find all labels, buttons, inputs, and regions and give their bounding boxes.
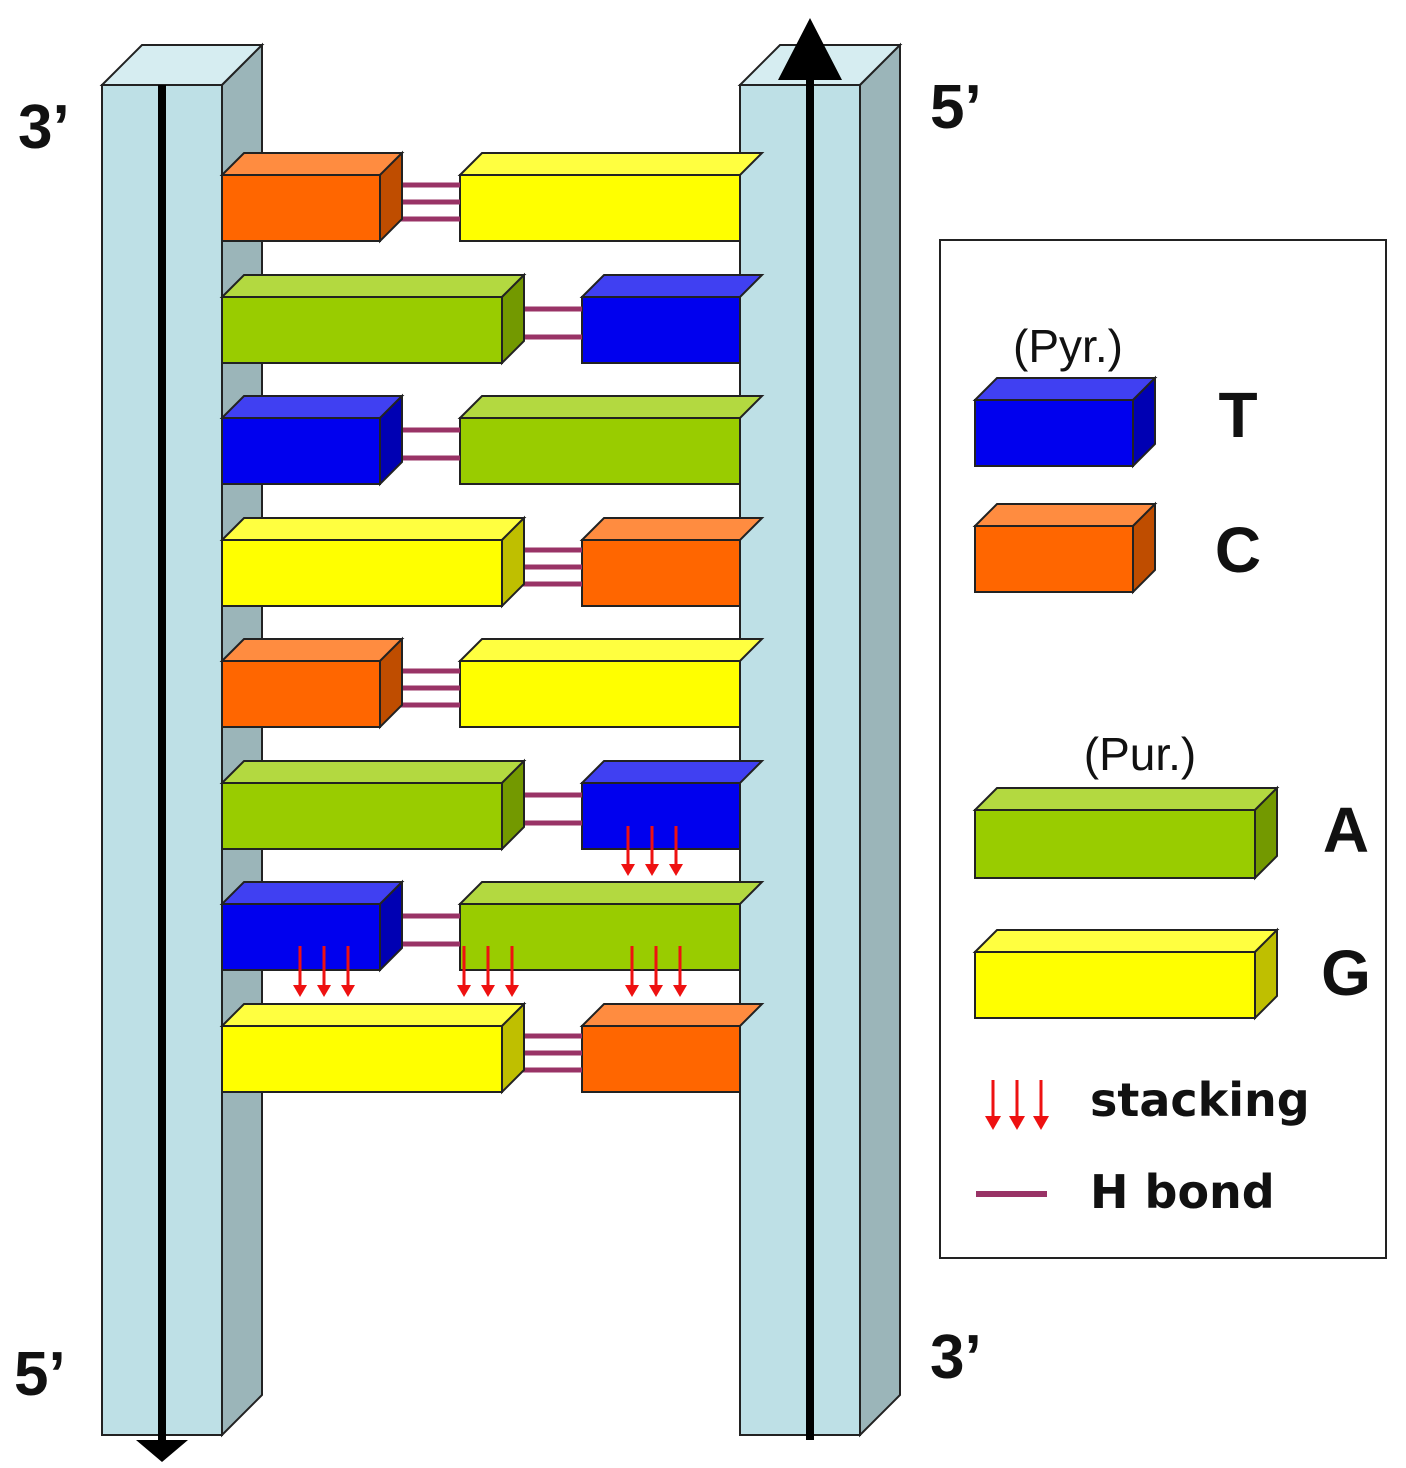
base-t-right xyxy=(579,760,765,850)
legend: (Pyr.) T C (Pur.) A G stacking H bond xyxy=(939,239,1387,1259)
base-pair-row xyxy=(219,150,765,244)
left-backbone xyxy=(99,42,265,1462)
base-a-left xyxy=(219,758,527,852)
base-pair-row xyxy=(219,272,765,366)
base-t-left xyxy=(219,879,405,973)
legend-block-a xyxy=(972,785,1280,881)
base-g-left xyxy=(219,515,527,609)
legend-letter-c: C xyxy=(1215,514,1261,586)
base-c-right xyxy=(579,517,765,607)
up-arrow-icon xyxy=(778,18,842,80)
right-backbone xyxy=(737,18,903,1440)
base-pair-row xyxy=(219,1001,765,1095)
legend-block-t xyxy=(972,375,1158,469)
base-t-left xyxy=(219,393,405,487)
stacking-arrowhead xyxy=(673,985,687,997)
base-a-left xyxy=(219,272,527,366)
base-a-right xyxy=(457,395,765,485)
base-g-right xyxy=(457,638,765,728)
legend-box xyxy=(939,239,1387,1259)
legend-block-c xyxy=(972,501,1158,595)
legend-blocks xyxy=(972,375,1280,1021)
base-pair-row xyxy=(219,393,765,487)
stacking-arrowhead xyxy=(293,985,307,997)
left-bottom-end-label: 5’ xyxy=(14,1340,66,1409)
stacking-arrowhead xyxy=(649,985,663,997)
stacking-arrowhead xyxy=(625,985,639,997)
base-pair-row xyxy=(219,636,765,730)
base-pair-row xyxy=(219,515,765,609)
stacking-arrowhead xyxy=(621,864,635,876)
legend-stacking-label: stacking xyxy=(1090,1073,1310,1127)
stacking-arrowhead xyxy=(317,985,331,997)
base-g-right xyxy=(457,152,765,242)
left-top-end-label: 3’ xyxy=(18,93,70,162)
down-arrow-icon xyxy=(136,1440,188,1462)
stacking-arrows xyxy=(293,826,687,997)
base-g-left xyxy=(219,1001,527,1095)
legend-letter-t: T xyxy=(1218,379,1257,451)
stacking-arrowhead xyxy=(505,985,519,997)
legend-purine-label: (Pur.) xyxy=(1084,728,1196,780)
base-pair-row xyxy=(219,758,765,852)
base-c-left xyxy=(219,636,405,730)
base-pair-row xyxy=(219,879,765,973)
base-c-right xyxy=(579,1003,765,1093)
stacking-arrowhead xyxy=(481,985,495,997)
legend-letter-g: G xyxy=(1321,937,1371,1009)
base-pairs xyxy=(219,150,765,1095)
legend-pyrimidine-label: (Pyr.) xyxy=(1013,320,1123,372)
right-bottom-end-label: 3’ xyxy=(930,1323,982,1392)
base-t-right xyxy=(579,274,765,364)
legend-letter-a: A xyxy=(1323,794,1369,866)
stacking-arrowhead xyxy=(341,985,355,997)
legend-block-g xyxy=(972,927,1280,1021)
stacking-arrowhead xyxy=(645,864,659,876)
right-top-end-label: 5’ xyxy=(930,73,982,142)
base-a-right xyxy=(457,881,765,971)
stacking-arrowhead xyxy=(457,985,471,997)
legend-stacking-icon xyxy=(985,1080,1049,1130)
legend-hbond-label: H bond xyxy=(1090,1165,1275,1219)
stacking-arrowhead xyxy=(669,864,683,876)
base-c-left xyxy=(219,150,405,244)
